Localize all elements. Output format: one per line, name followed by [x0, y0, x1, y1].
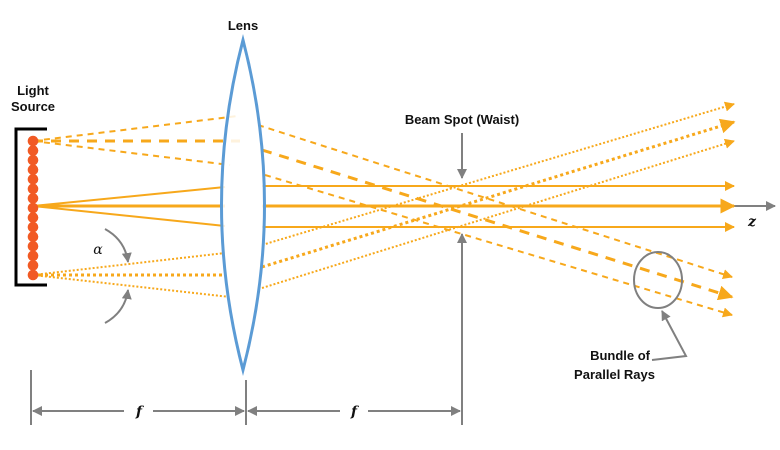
source-point	[27, 260, 39, 271]
source-points	[27, 135, 39, 281]
source-point	[27, 135, 39, 147]
lens	[220, 34, 266, 376]
ray-top-upper-in	[32, 115, 239, 142]
ray-bottom-lower-in	[32, 274, 231, 298]
angle-label: α	[93, 242, 103, 258]
ray-bottom-upper-in	[32, 252, 226, 276]
angle-arrow-bottom	[104, 289, 132, 324]
center-source-rays	[32, 181, 736, 232]
top-source-rays	[32, 115, 734, 318]
ray-top-upper-out	[257, 124, 733, 280]
source-point	[27, 154, 39, 166]
ray-top-lower-out	[264, 174, 733, 318]
z-axis-label: z	[747, 214, 757, 230]
source-point	[27, 183, 39, 195]
angle-arrow-top	[104, 228, 132, 263]
source-point	[27, 231, 39, 243]
lens-label: Lens	[228, 18, 258, 33]
bundle-ellipse	[633, 251, 683, 309]
focal-right-label: f	[350, 404, 360, 420]
bottom-source-rays	[32, 101, 736, 298]
source-point	[27, 240, 39, 252]
bundle-pointer	[651, 310, 688, 361]
focal-left-label: f	[135, 404, 145, 420]
bundle-label-1: Bundle of	[590, 348, 651, 363]
ray-top-lower-in	[32, 140, 231, 166]
source-bracket	[14, 127, 47, 287]
source-point	[27, 212, 39, 223]
focal-dimensions	[30, 370, 463, 425]
bundle-label-2: Parallel Rays	[574, 367, 655, 382]
source-point	[27, 269, 39, 281]
ray-center-lower-in	[32, 205, 226, 227]
light-source-label-1: Light	[17, 83, 49, 98]
ray-center-upper-in	[32, 186, 226, 207]
light-source-label-2: Source	[11, 99, 55, 114]
source-point	[27, 173, 39, 185]
source-point	[27, 221, 39, 233]
source-point	[27, 193, 39, 204]
source-point	[27, 202, 39, 214]
source-point	[27, 145, 39, 156]
ray-bottom-center-out	[261, 118, 736, 269]
ray-bottom-lower-out	[261, 138, 735, 289]
beam-spot-label: Beam Spot (Waist)	[405, 112, 519, 127]
source-point	[27, 164, 39, 176]
source-point	[27, 250, 39, 262]
